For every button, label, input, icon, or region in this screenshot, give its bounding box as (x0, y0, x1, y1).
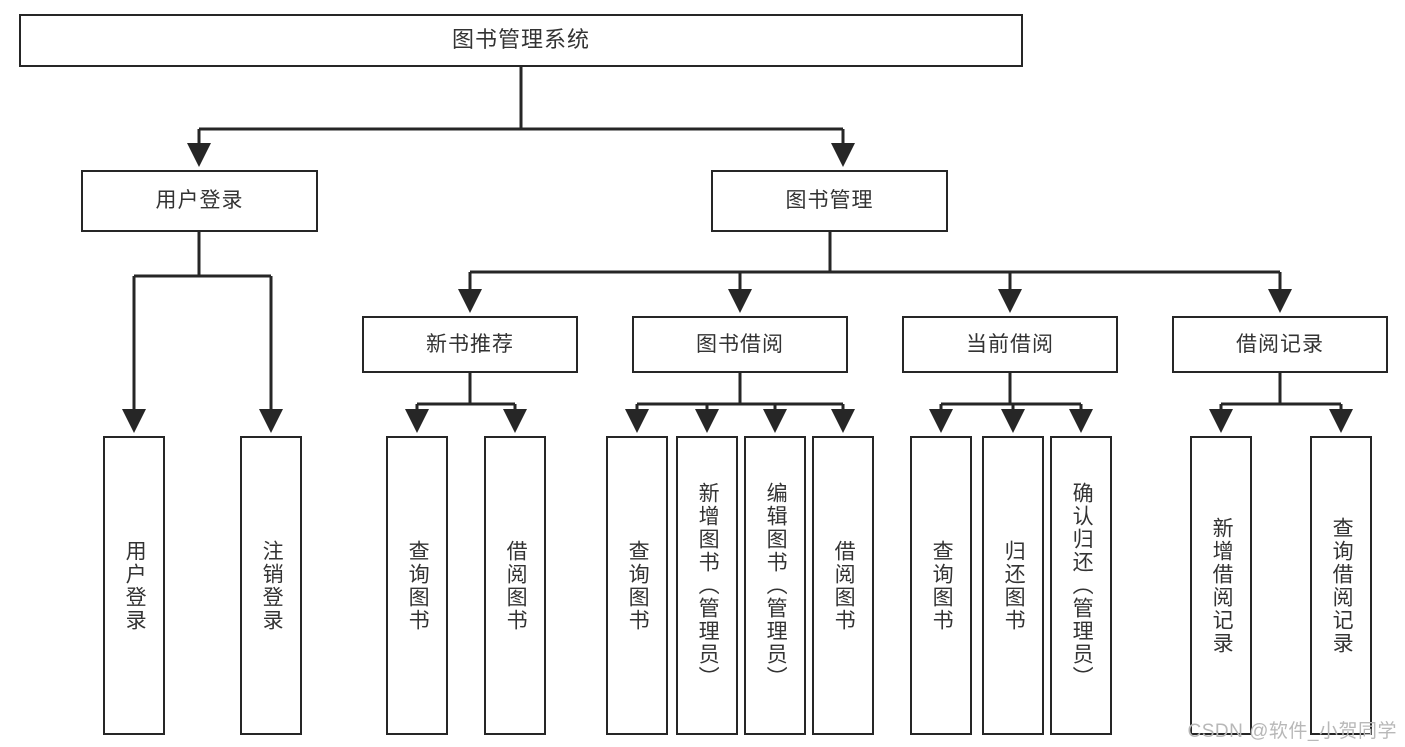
leaf-label: 编辑图书（管理员） (764, 482, 788, 689)
leaf-label: 查询借阅记录 (1330, 516, 1354, 655)
node-level2-user-login[interactable]: 用户登录 (81, 170, 318, 232)
node-leaf-add-book-admin[interactable]: 新增图书（管理员） (676, 436, 738, 735)
leaf-label: 注销登录 (260, 539, 284, 632)
leaf-label: 查询图书 (626, 539, 650, 632)
node-level3-book-borrow[interactable]: 图书借阅 (632, 316, 848, 373)
node-leaf-confirm-return-admin[interactable]: 确认归还（管理员） (1050, 436, 1112, 735)
node-leaf-query-books-current[interactable]: 查询图书 (910, 436, 972, 735)
node-leaf-logout[interactable]: 注销登录 (240, 436, 302, 735)
leaf-label: 新增借阅记录 (1210, 516, 1234, 655)
node-leaf-edit-book-admin[interactable]: 编辑图书（管理员） (744, 436, 806, 735)
node-leaf-query-borrow-record[interactable]: 查询借阅记录 (1310, 436, 1372, 735)
node-level2-book-management[interactable]: 图书管理 (711, 170, 948, 232)
node-leaf-borrow-books-recommend[interactable]: 借阅图书 (484, 436, 546, 735)
node-leaf-add-borrow-record[interactable]: 新增借阅记录 (1190, 436, 1252, 735)
node-leaf-return-book[interactable]: 归还图书 (982, 436, 1044, 735)
watermark-text: CSDN @软件_小贺同学 (1187, 721, 1397, 742)
node-root[interactable]: 图书管理系统 (19, 14, 1023, 67)
node-leaf-borrow-book[interactable]: 借阅图书 (812, 436, 874, 735)
leaf-label: 用户登录 (123, 539, 147, 632)
leaf-label: 新增图书（管理员） (696, 482, 720, 689)
node-level3-borrow-records[interactable]: 借阅记录 (1172, 316, 1388, 373)
leaf-label: 查询图书 (930, 539, 954, 632)
node-level3-new-book-recommend[interactable]: 新书推荐 (362, 316, 578, 373)
node-leaf-query-books-borrow[interactable]: 查询图书 (606, 436, 668, 735)
node-level3-current-borrow[interactable]: 当前借阅 (902, 316, 1118, 373)
leaf-label: 确认归还（管理员） (1070, 482, 1094, 689)
node-leaf-user-login[interactable]: 用户登录 (103, 436, 165, 735)
leaf-label: 查询图书 (406, 539, 430, 632)
leaf-label: 归还图书 (1002, 539, 1026, 632)
leaf-label: 借阅图书 (832, 539, 856, 632)
leaf-label: 借阅图书 (504, 539, 528, 632)
node-leaf-query-books-recommend[interactable]: 查询图书 (386, 436, 448, 735)
